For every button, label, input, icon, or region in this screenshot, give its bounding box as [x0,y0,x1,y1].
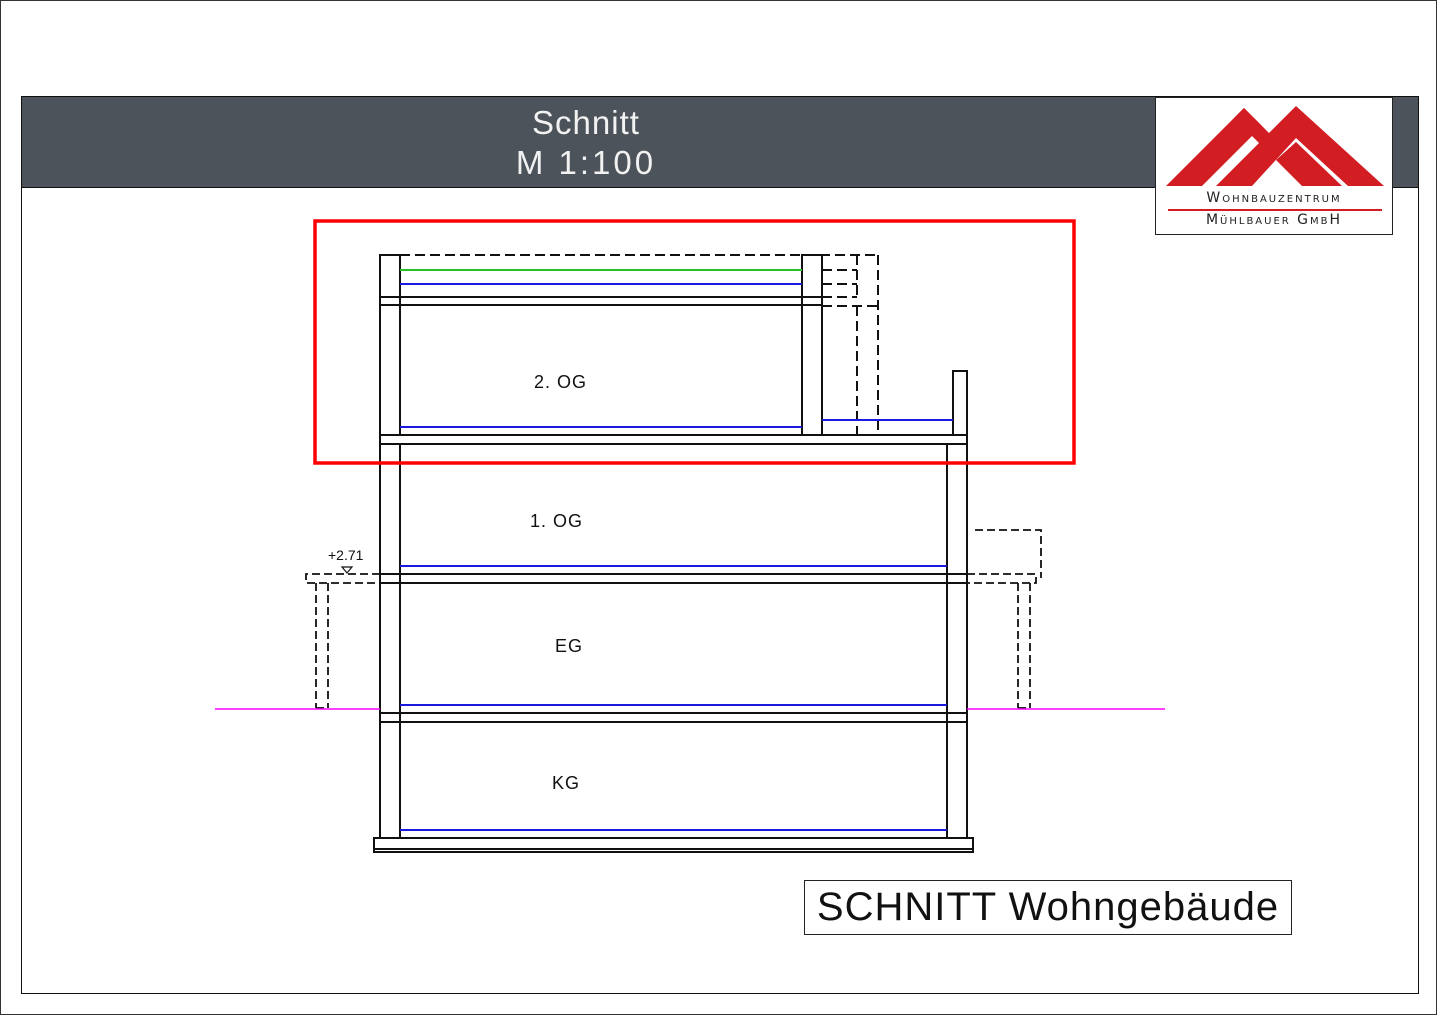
title-block-text: SCHNITT Wohngebäude [816,885,1280,929]
foundation-slab [373,837,974,853]
wall-left-lower [379,443,401,839]
slab-eg [379,712,968,723]
floor-label-kg: KG [552,773,581,793]
wall-right-2og [801,254,823,436]
floor-label-2og: 2. OG [534,372,588,392]
level-marker: +2.71 [328,547,364,563]
drawing-sheet [21,96,1419,994]
company-logo: Wohnbauzentrum Mühlbauer GmbH [1155,97,1393,235]
logo-company-line2: Mühlbauer GmbH [1205,212,1343,228]
slab-2og [379,434,968,445]
title-block: SCHNITT Wohngebäude [804,880,1292,935]
logo-divider [1168,209,1382,211]
roof-slab [379,296,823,306]
logo-company-line1: Wohnbauzentrum [1206,190,1342,206]
highlight-box-2og [313,219,1076,465]
drawing-scale: M 1:100 [515,144,657,181]
roof-logo-icon [1166,106,1384,186]
drawing-title: Schnitt [532,104,640,141]
parapet [952,370,968,436]
slab-1og [379,573,968,584]
floor-label-eg: EG [555,636,584,656]
floor-label-1og: 1. OG [530,511,584,531]
wall-right-lower [946,443,968,839]
wall-left-2og [379,254,401,436]
